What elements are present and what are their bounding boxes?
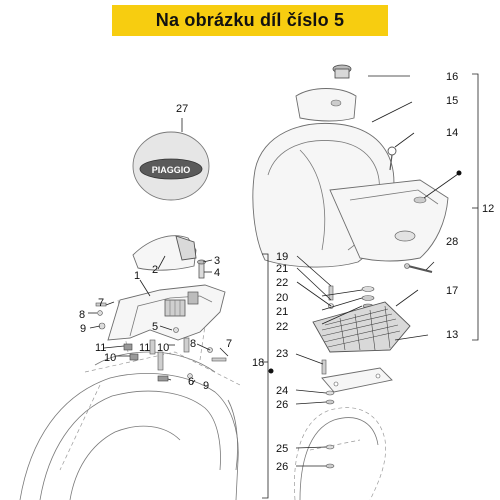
callout-23: 23 <box>276 348 288 360</box>
callout-17: 17 <box>446 285 458 297</box>
callout-11b: 11 <box>139 342 150 354</box>
counter-plate-part <box>321 367 393 393</box>
callout-14: 14 <box>446 127 458 139</box>
callout-5: 5 <box>152 321 158 333</box>
top-box-base <box>329 179 449 262</box>
rear-rack-part <box>107 284 226 341</box>
callout-6: 6 <box>188 376 194 388</box>
callout-labels: 27 2 3 4 1 7 8 9 5 11 11 10 10 8 7 6 9 1… <box>79 71 494 473</box>
callout-21a: 21 <box>276 263 288 275</box>
callout-19: 19 <box>276 251 288 263</box>
piaggio-logo-badge: PIAGGIO <box>132 131 210 201</box>
callout-10a: 10 <box>157 342 169 354</box>
callout-26b: 26 <box>276 461 288 473</box>
bracket-dots <box>268 170 462 374</box>
callout-3: 3 <box>214 255 220 267</box>
callout-25: 25 <box>276 443 288 455</box>
callout-22b: 22 <box>276 321 288 333</box>
callout-20: 20 <box>276 292 288 304</box>
lower-rack-outline <box>294 407 386 500</box>
callout-8a: 8 <box>79 309 85 321</box>
long-bolt-part <box>404 263 433 273</box>
callout-22a: 22 <box>276 277 288 289</box>
callout-2: 2 <box>152 264 158 276</box>
piaggio-logo-text: PIAGGIO <box>152 165 191 175</box>
cover-plate-part <box>295 88 357 122</box>
lock-cylinder-part <box>332 64 352 79</box>
callout-7a: 7 <box>98 297 104 309</box>
callout-15: 15 <box>446 95 458 107</box>
mounting-plate-part <box>312 301 411 353</box>
callout-16: 16 <box>446 71 458 83</box>
title-banner: Na obrázku díl číslo 5 <box>112 5 388 36</box>
callout-12: 12 <box>482 203 494 215</box>
callout-8b: 8 <box>190 338 196 350</box>
callout-9b: 9 <box>203 380 209 392</box>
callout-26a: 26 <box>276 399 288 411</box>
small-washers <box>325 390 335 469</box>
callout-21b: 21 <box>276 306 288 318</box>
title-text: Na obrázku díl číslo 5 <box>155 10 345 30</box>
callout-1: 1 <box>134 270 140 282</box>
callout-9a: 9 <box>80 323 86 335</box>
callout-11a: 11 <box>95 342 106 354</box>
callout-7b: 7 <box>226 338 232 350</box>
group-brackets <box>262 73 479 499</box>
callout-27: 27 <box>176 103 188 115</box>
key-part <box>387 146 397 171</box>
washer-nut-stack <box>328 285 375 309</box>
leader-lines <box>88 75 459 467</box>
screw-23-part <box>321 359 327 375</box>
small-bolt-part <box>197 259 206 279</box>
callout-28: 28 <box>446 236 458 248</box>
left-screws-washers <box>95 302 190 371</box>
callout-13: 13 <box>446 329 458 341</box>
callout-4: 4 <box>214 267 220 279</box>
callout-24: 24 <box>276 385 288 397</box>
scooter-rear-body <box>19 299 241 500</box>
callout-10b: 10 <box>104 352 116 364</box>
callout-18: 18 <box>252 357 264 369</box>
seat-cushion-part <box>132 235 197 271</box>
